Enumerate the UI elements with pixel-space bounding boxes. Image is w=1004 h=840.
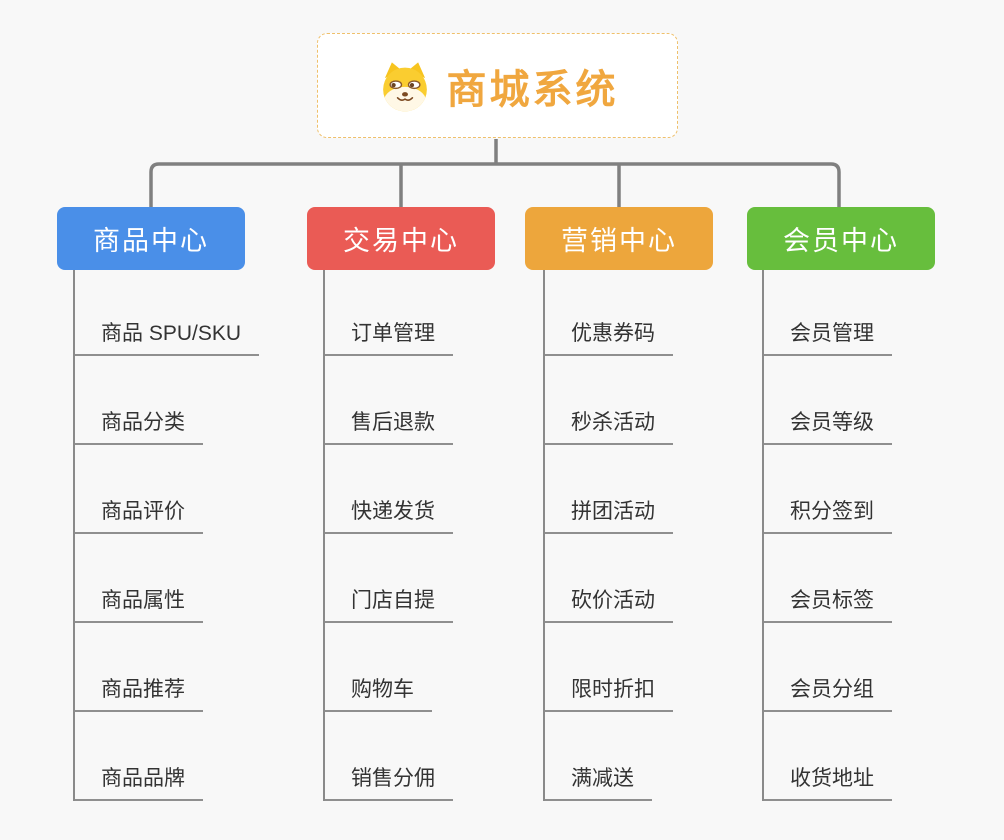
branch-member-center[interactable]: 会员中心 — [747, 207, 935, 270]
leaf-column-trade: 订单管理 售后退款 快递发货 门店自提 购物车 销售分佣 — [323, 270, 565, 801]
leaf-row: 会员标签 — [764, 534, 1004, 623]
leaf-topic[interactable]: 快递发货 — [325, 495, 453, 534]
branch-trade-center[interactable]: 交易中心 — [307, 207, 495, 270]
branch-label: 交易中心 — [343, 226, 459, 256]
leaf-column-member: 会员管理 会员等级 积分签到 会员标签 会员分组 收货地址 — [762, 270, 1004, 801]
leaf-topic[interactable]: 门店自提 — [325, 584, 453, 623]
leaf-row: 满减送 — [545, 712, 785, 801]
leaf-row: 会员分组 — [764, 623, 1004, 712]
leaf-topic[interactable]: 购物车 — [325, 673, 432, 712]
leaf-row: 会员等级 — [764, 356, 1004, 445]
leaf-row: 购物车 — [325, 623, 565, 712]
leaf-topic[interactable]: 订单管理 — [325, 317, 453, 356]
leaf-row: 商品品牌 — [75, 712, 315, 801]
leaf-topic[interactable]: 商品属性 — [75, 584, 203, 623]
leaf-row: 门店自提 — [325, 534, 565, 623]
leaf-row: 售后退款 — [325, 356, 565, 445]
branch-marketing-center[interactable]: 营销中心 — [525, 207, 713, 270]
leaf-row: 订单管理 — [325, 270, 565, 356]
leaf-topic[interactable]: 售后退款 — [325, 406, 453, 445]
root-node[interactable]: 商城系统 — [317, 33, 678, 138]
leaf-column-product: 商品 SPU/SKU 商品分类 商品评价 商品属性 商品推荐 商品品牌 — [73, 270, 315, 801]
leaf-topic[interactable]: 会员等级 — [764, 406, 892, 445]
leaf-row: 会员管理 — [764, 270, 1004, 356]
leaf-topic[interactable]: 满减送 — [545, 762, 652, 801]
leaf-row: 商品分类 — [75, 356, 315, 445]
leaf-row: 收货地址 — [764, 712, 1004, 801]
leaf-topic[interactable]: 销售分佣 — [325, 762, 453, 801]
leaf-topic[interactable]: 商品品牌 — [75, 762, 203, 801]
leaf-row: 销售分佣 — [325, 712, 565, 801]
leaf-topic[interactable]: 优惠券码 — [545, 317, 673, 356]
leaf-topic[interactable]: 会员管理 — [764, 317, 892, 356]
leaf-row: 拼团活动 — [545, 445, 785, 534]
leaf-topic[interactable]: 会员分组 — [764, 673, 892, 712]
leaf-topic[interactable]: 商品 SPU/SKU — [75, 317, 260, 356]
leaf-row: 快递发货 — [325, 445, 565, 534]
leaf-row: 秒杀活动 — [545, 356, 785, 445]
branch-label: 营销中心 — [561, 226, 677, 256]
leaf-topic[interactable]: 拼团活动 — [545, 495, 673, 534]
leaf-row: 商品评价 — [75, 445, 315, 534]
leaf-topic[interactable]: 限时折扣 — [545, 673, 673, 712]
leaf-row: 积分签到 — [764, 445, 1004, 534]
leaf-row: 限时折扣 — [545, 623, 785, 712]
leaf-topic[interactable]: 砍价活动 — [545, 584, 673, 623]
dog-icon — [382, 61, 427, 111]
root-title: 商城系统 — [446, 67, 619, 112]
leaf-topic[interactable]: 商品评价 — [75, 495, 203, 534]
branch-label: 会员中心 — [783, 226, 899, 256]
leaf-row: 商品推荐 — [75, 623, 315, 712]
leaf-topic[interactable]: 商品分类 — [75, 406, 203, 445]
branch-label: 商品中心 — [93, 226, 209, 256]
leaf-topic[interactable]: 会员标签 — [764, 584, 892, 623]
leaf-column-marketing: 优惠券码 秒杀活动 拼团活动 砍价活动 限时折扣 满减送 — [543, 270, 785, 801]
leaf-row: 砍价活动 — [545, 534, 785, 623]
leaf-topic[interactable]: 积分签到 — [764, 495, 892, 534]
branch-product-center[interactable]: 商品中心 — [57, 207, 245, 270]
leaf-topic[interactable]: 秒杀活动 — [545, 406, 673, 445]
leaf-row: 优惠券码 — [545, 270, 785, 356]
leaf-row: 商品 SPU/SKU — [75, 270, 315, 356]
leaf-topic[interactable]: 收货地址 — [764, 762, 892, 801]
leaf-row: 商品属性 — [75, 534, 315, 623]
leaf-topic[interactable]: 商品推荐 — [75, 673, 203, 712]
